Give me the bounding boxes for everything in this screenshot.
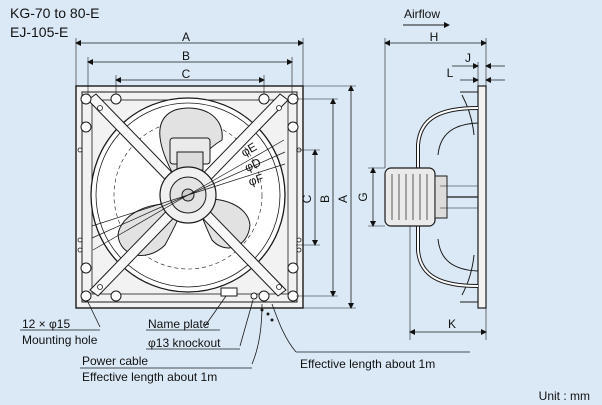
radius-line-d-opposite [91,194,189,239]
dim-label-d: φD [242,155,263,175]
knockout-hole [250,292,258,300]
front-view [75,85,304,309]
dim-label-j: J [465,51,471,65]
unit-label: Unit : mm [539,389,590,403]
mounting-hole [80,262,92,274]
dim-label-a-top: A [182,30,190,44]
radial-dimensions [91,139,286,251]
horizontal-dimensions [75,38,304,94]
dim-label-b-right: B [318,195,332,203]
callout-leaders [20,295,470,369]
dim-label-a-right: A [336,195,350,203]
mounting-hole [287,121,299,133]
side-flange [477,85,487,309]
dim-label-g: G [356,192,370,201]
callout-mounting-hole: Mounting hole [22,333,98,347]
mounting-hole [287,262,299,274]
callout-power-cable: Power cable [82,354,148,368]
mounting-hole [80,121,92,133]
radius-line-d [187,151,286,196]
radius-line-e [187,139,285,196]
side-view [384,85,487,309]
dim-label-k: K [448,317,456,331]
side-motor-body [384,167,436,227]
radius-line-f-opposite [91,194,189,227]
side-dimensions [368,38,505,340]
dim-label-e: φE [239,140,260,160]
callout-mounting-count: 12 × φ15 [22,317,70,331]
model-title-line1: KG-70 to 80-E [10,5,100,21]
mounting-hole [80,290,92,302]
model-title-line2: EJ-105-E [10,24,68,40]
dim-label-b-top: B [182,49,190,63]
side-motor-mount [434,175,448,219]
guard-wire-ring [113,120,263,270]
guard-inner-ring [95,102,281,288]
callout-knockout: φ13 knockout [148,336,221,350]
dim-label-c-top: C [182,67,191,81]
dim-label-c-right: C [300,194,314,203]
mounting-hole [258,290,270,302]
name-plate-mark [220,287,238,297]
dim-label-h: H [430,30,439,44]
inner-frame-edge [81,91,298,303]
airflow-label: Airflow [404,7,440,21]
dim-label-l: L [447,66,454,80]
mounting-holes [80,93,299,302]
callout-name-plate: Name plate [148,317,210,331]
mounting-hole [258,93,270,105]
mounting-hole [110,93,122,105]
dim-label-f: φF [247,171,266,189]
radius-line-e-opposite [92,194,189,251]
callout-effective-length-right: Effective length about 1m [300,357,435,371]
mounting-hole [80,93,92,105]
vertical-dimensions [296,85,356,309]
mounting-hole [110,290,122,302]
radius-line-f [187,163,286,196]
callout-effective-length-left: Effective length about 1m [82,370,217,384]
